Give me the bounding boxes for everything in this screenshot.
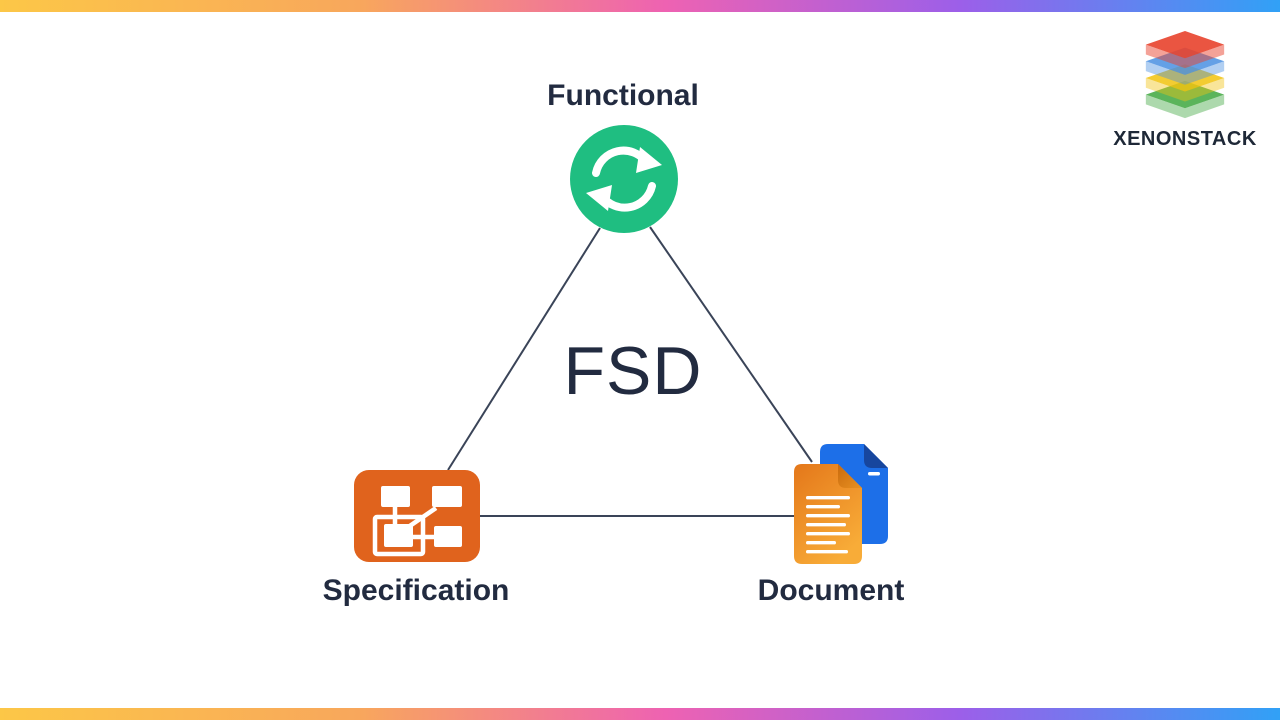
sync-icon	[570, 125, 678, 233]
front-document-text-lines	[806, 496, 850, 554]
logo-red-layer	[1145, 30, 1225, 69]
center-label: FSD	[563, 333, 703, 409]
xenonstack-logo: XENONSTACK	[1108, 30, 1262, 151]
logo-yellow-layer	[1145, 64, 1225, 102]
back-document-fold	[864, 444, 888, 468]
sync-icon-circle	[570, 125, 678, 233]
top-gradient-bar	[0, 0, 1280, 12]
bottom-gradient-bar	[0, 708, 1280, 720]
document-label: Document	[757, 574, 905, 607]
xenonstack-logo-text: XENONSTACK	[1113, 128, 1257, 150]
functional-label: Functional	[547, 79, 699, 112]
documents-icon	[794, 442, 890, 566]
back-document-text-line	[868, 472, 880, 476]
specification-label: Specification	[322, 574, 510, 607]
flowchart-boxes	[381, 486, 462, 547]
triangle-edges	[447, 226, 813, 517]
flowchart-icon	[354, 470, 480, 562]
logo-blue-layer	[1145, 47, 1225, 85]
logo-green-layer	[1145, 80, 1225, 119]
front-document-fold	[838, 464, 862, 488]
sync-icon-arrowheads	[586, 147, 662, 211]
xenonstack-logo-mark	[1145, 30, 1225, 119]
edge-functional-document	[649, 226, 813, 463]
flowchart-connectors	[372, 506, 438, 557]
edge-functional-specification	[447, 227, 601, 471]
